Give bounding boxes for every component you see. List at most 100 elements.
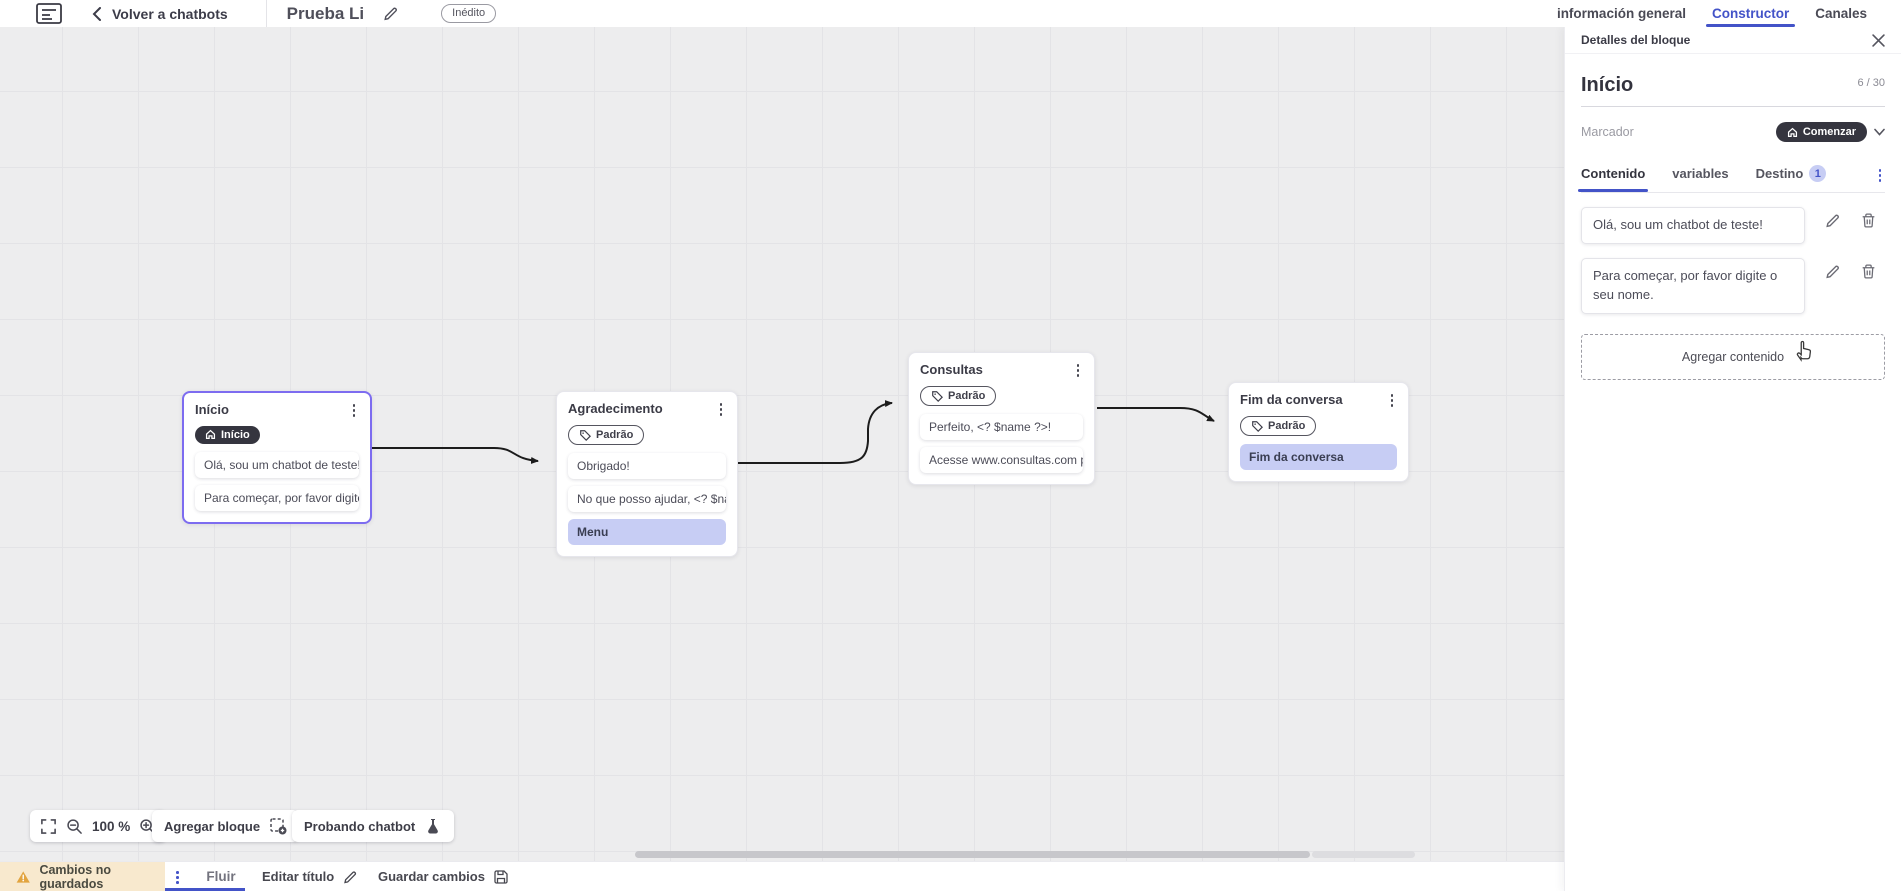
block-name-input[interactable]: Início [1581,74,1634,96]
flow-block-agradecimento[interactable]: Agradecimento Padrão Obrigado! No que po… [556,391,738,557]
block-content-row[interactable]: No que posso ajudar, <? $name ... [568,485,726,512]
add-block-label: Agregar bloque [164,818,261,834]
content-item: Para começar, por favor digite o seu nom… [1581,257,1885,314]
tab-informacion-general[interactable]: información general [1556,6,1686,21]
save-changes-label: Guardar cambios [378,869,485,884]
marker-value-badge: Comenzar [1775,122,1867,142]
horizontal-scrollbar-thumb[interactable] [635,851,1310,858]
connector-inicio-agradecimento [372,447,539,464]
delete-content-icon[interactable] [1860,263,1877,280]
block-menu-icon[interactable] [349,402,360,419]
unsaved-changes-banner: Cambios no guardados [0,862,165,891]
edit-title-icon[interactable] [382,5,399,22]
block-marker-badge: Início [195,425,260,444]
top-nav-tabs: información general Constructor Canales [1557,0,1867,27]
connector-consultas-fim [1097,407,1215,422]
save-changes-button[interactable]: Guardar cambios [378,862,509,891]
block-title: Consultas [920,362,983,377]
zoom-level: 100 % [92,818,131,834]
save-icon [494,869,508,884]
block-details-panel: Detalles del bloque Início 6 / 30 Marcad… [1564,27,1901,891]
edit-title-button[interactable]: Editar título [262,862,358,891]
back-to-chatbots-button[interactable]: Volver a chatbots [92,6,228,22]
warning-icon [16,870,30,883]
content-text-card[interactable]: Para começar, por favor digite o seu nom… [1581,257,1805,314]
tab-destino[interactable]: Destino 1 [1756,159,1827,192]
delete-content-icon[interactable] [1860,212,1877,229]
block-marker-badge: Padrão [568,424,645,445]
top-bar: Volver a chatbots Prueba Li Inédito info… [0,0,1901,27]
tab-variables[interactable]: variables [1672,166,1729,181]
block-title: Fim da conversa [1240,392,1343,407]
tab-fluir[interactable]: Fluir [206,869,236,884]
flow-tab-menu-icon[interactable] [172,869,183,886]
block-menu-icon[interactable] [1387,392,1398,409]
flow-block-consultas[interactable]: Consultas Padrão Perfeito, <? $name ?>! … [908,352,1095,485]
tag-icon [1252,420,1263,432]
marker-label: Marcador [1581,125,1634,139]
block-content-row[interactable]: Acesse www.consultas.com par... [920,446,1083,473]
zoom-out-icon[interactable] [66,818,83,835]
topbar-divider [265,0,267,27]
tab-canales[interactable]: Canales [1815,6,1867,21]
edit-title-label: Editar título [262,869,335,884]
tag-icon [580,429,591,441]
block-title: Início [195,402,229,417]
fit-screen-icon[interactable] [40,818,57,835]
flow-connectors [372,400,1215,464]
panel-body: Início 6 / 30 Marcador Comenzar Contenid… [1565,74,1901,380]
panel-tabs: Contenido variables Destino 1 [1577,159,1886,193]
unsaved-label: Cambios no guardados [39,862,111,891]
flask-icon [428,819,439,834]
edit-content-icon[interactable] [1824,212,1841,229]
tab-constructor[interactable]: Constructor [1705,0,1796,27]
chatbot-title: Prueba Li [286,3,365,23]
home-icon [1787,127,1797,137]
content-item: Olá, sou um chatbot de teste! [1581,207,1885,244]
block-marker-badge: Padrão [1240,415,1317,436]
block-content-row[interactable]: Perfeito, <? $name ?>! [920,413,1083,440]
tab-contenido[interactable]: Contenido [1577,160,1649,192]
destino-count-badge: 1 [1809,165,1827,182]
panel-menu-icon[interactable] [1875,167,1886,184]
home-icon [205,429,216,440]
active-tab-underline [165,888,245,891]
block-menu-icon[interactable] [716,401,727,418]
tag-icon [932,390,943,402]
flow-block-inicio[interactable]: Início Início Olá, sou um chatbot de tes… [182,391,372,524]
block-menu-icon[interactable] [1073,362,1084,379]
add-content-button[interactable]: Agregar contenido [1581,333,1885,380]
block-marker-badge: Padrão [920,385,997,406]
marker-row: Marcador Comenzar [1581,122,1885,142]
close-icon[interactable] [1872,33,1885,47]
chevron-down-icon [1874,128,1885,136]
add-block-icon [270,818,287,835]
flow-block-fim-da-conversa[interactable]: Fim da conversa Padrão Fim da conversa [1228,382,1409,482]
test-chatbot-label: Probando chatbot [304,818,416,834]
block-content-row-end[interactable]: Fim da conversa [1240,443,1397,470]
test-chatbot-button[interactable]: Probando chatbot [292,810,455,842]
char-counter: 6 / 30 [1857,77,1885,89]
edit-content-icon[interactable] [1824,263,1841,280]
horizontal-scrollbar-end [1312,851,1415,858]
app-logo-icon[interactable] [34,2,64,26]
add-block-button[interactable]: Agregar bloque [152,810,300,842]
block-content-row[interactable]: Para começar, por favor digite o ... [195,485,359,511]
flow-canvas[interactable]: Início Início Olá, sou um chatbot de tes… [0,27,1564,861]
panel-header: Detalles del bloque [1565,27,1901,54]
bottom-bar: Cambios no guardados Fluir Editar título… [0,861,1564,891]
marker-select[interactable]: Comenzar [1775,122,1885,142]
block-content-row-menu[interactable]: Menu [568,518,726,545]
zoom-toolbar: 100 % [30,810,167,842]
content-text-card[interactable]: Olá, sou um chatbot de teste! [1581,207,1805,244]
panel-title: Detalles del bloque [1581,33,1691,47]
block-title: Agradecimento [568,401,663,416]
block-content-row[interactable]: Olá, sou um chatbot de teste! [195,452,359,478]
chevron-left-icon [92,6,101,21]
block-content-row[interactable]: Obrigado! [568,452,726,479]
pencil-icon [344,870,357,883]
back-label: Volver a chatbots [112,5,228,22]
block-name-field: Início 6 / 30 [1581,74,1885,107]
connector-agradecimento-consultas [712,400,893,464]
